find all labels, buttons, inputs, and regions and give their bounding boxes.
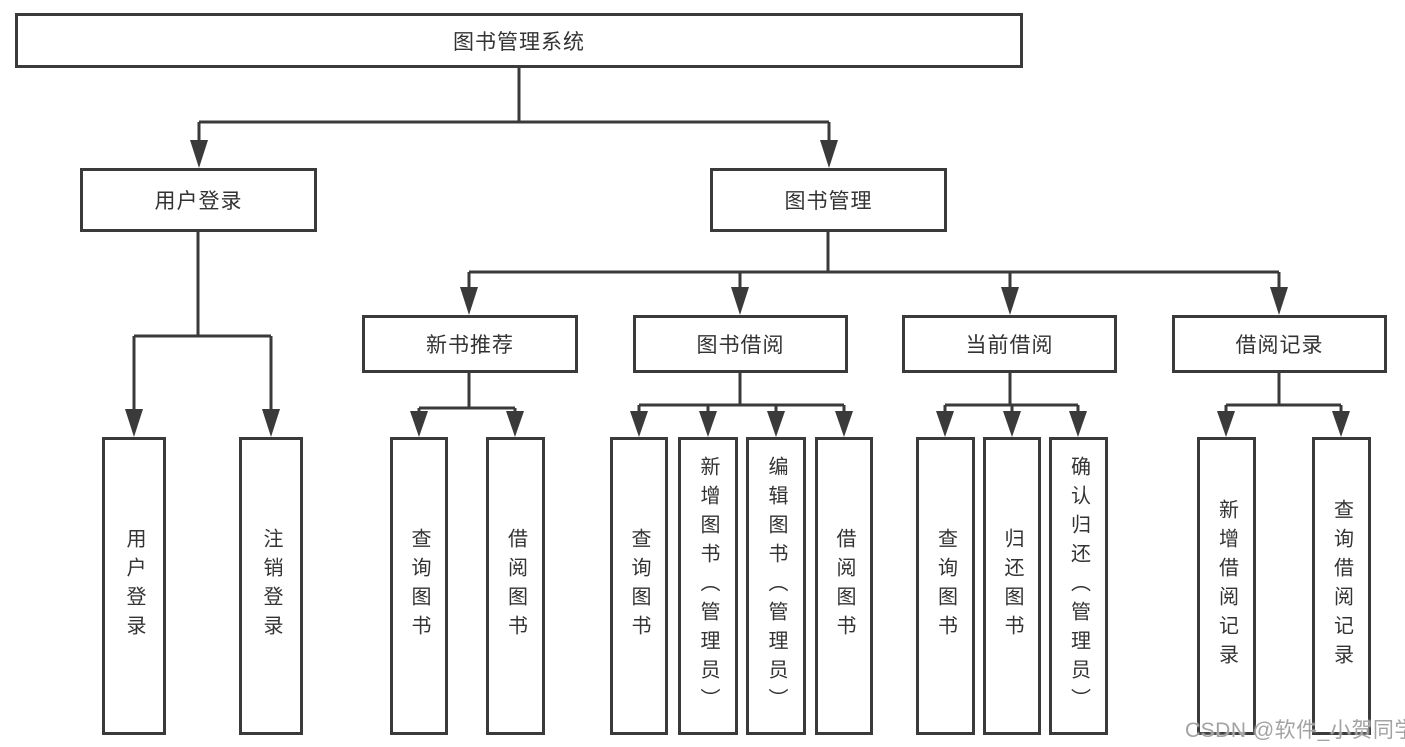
node-user-login: 用户登录 [80, 168, 317, 232]
node-leaf-nbr-query-books: 查询图书 [390, 437, 448, 735]
node-label: 查询图书 [628, 528, 650, 644]
node-book-borrowing: 图书借阅 [633, 315, 848, 373]
node-label: 借阅图书 [833, 528, 855, 644]
arrowhead [820, 140, 838, 168]
node-leaf-bb-edit-books-admin: 编辑图书（管理员） [746, 437, 806, 735]
node-leaf-bb-query-books: 查询图书 [610, 437, 668, 735]
arrowhead [1003, 411, 1021, 437]
node-leaf-cb-confirm-return-admin: 确认归还（管理员） [1049, 437, 1108, 735]
node-label: 用户登录 [123, 528, 145, 644]
arrowhead [699, 411, 717, 437]
arrowhead [936, 411, 954, 437]
arrowhead [460, 287, 478, 315]
node-label: 归还图书 [1001, 528, 1023, 644]
arrowhead [1217, 411, 1235, 437]
arrowhead [125, 409, 143, 437]
node-label: 图书管理 [784, 190, 873, 213]
arrowhead [1001, 287, 1019, 315]
arrowhead [767, 411, 785, 437]
node-new-book-recommend: 新书推荐 [362, 315, 578, 373]
arrowhead [630, 411, 648, 437]
node-label: 新增图书（管理员） [697, 455, 719, 717]
node-leaf-cb-query-books: 查询图书 [916, 437, 975, 735]
node-label: 确认归还（管理员） [1067, 455, 1090, 717]
node-label: 注销登录 [260, 528, 282, 644]
node-label: 当前借阅 [965, 334, 1054, 357]
csdn-watermark: CSDN @软件_小贺同学 [1185, 719, 1405, 742]
node-leaf-cb-return-books: 归还图书 [983, 437, 1041, 735]
node-label: 图书管理系统 [453, 30, 585, 54]
node-book-management: 图书管理 [710, 168, 947, 232]
arrowhead [1332, 411, 1350, 437]
node-label: 借阅记录 [1235, 334, 1324, 357]
arrowhead [731, 287, 749, 315]
node-label: 查询借阅记录 [1330, 499, 1353, 673]
node-label: 新增借阅记录 [1215, 499, 1238, 673]
node-label: 新书推荐 [426, 334, 514, 357]
node-leaf-bb-borrow-books: 借阅图书 [815, 437, 873, 735]
node-leaf-user-login: 用户登录 [102, 437, 166, 735]
arrowhead [1069, 411, 1087, 437]
arrowhead [506, 411, 524, 437]
node-leaf-br-query-record: 查询借阅记录 [1312, 437, 1371, 735]
node-label: 借阅图书 [504, 528, 527, 644]
arrowhead [410, 411, 428, 437]
node-label: 编辑图书（管理员） [765, 455, 787, 717]
connector-arrowheads [125, 140, 1350, 437]
node-leaf-br-add-record: 新增借阅记录 [1197, 437, 1256, 735]
arrowhead [262, 409, 280, 437]
node-label: 查询图书 [934, 528, 957, 644]
arrowhead [835, 411, 853, 437]
node-borrowing-records: 借阅记录 [1172, 315, 1387, 373]
node-current-borrowing: 当前借阅 [902, 315, 1117, 373]
arrowhead [190, 140, 208, 168]
node-label: 图书借阅 [696, 334, 785, 357]
node-label: 用户登录 [154, 190, 243, 213]
node-leaf-bb-add-books-admin: 新增图书（管理员） [678, 437, 738, 735]
node-label: 查询图书 [408, 528, 430, 644]
node-leaf-nbr-borrow-books: 借阅图书 [486, 437, 545, 735]
node-library-management-system: 图书管理系统 [15, 13, 1023, 68]
node-leaf-logout: 注销登录 [239, 437, 303, 735]
arrowhead [1270, 287, 1288, 315]
